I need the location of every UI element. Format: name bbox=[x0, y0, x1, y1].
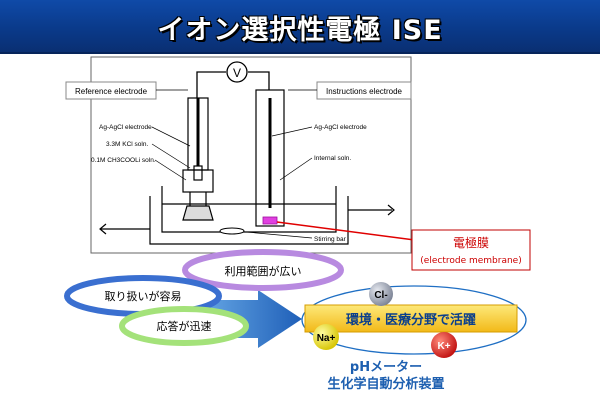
ind-label-agagcl: Ag-AgCl electrode bbox=[314, 124, 367, 131]
membrane-label-jp: 電極膜 bbox=[453, 235, 489, 250]
advantage-text-2: 取り扱いが容易 bbox=[105, 289, 182, 303]
advantage-text-3: 応答が迅速 bbox=[157, 319, 212, 333]
advantage-bubble-3 bbox=[119, 306, 249, 346]
ref-label-kcl: 3.3M KCl soln. bbox=[106, 141, 148, 148]
application-banner-text: 環境・医療分野で活躍 bbox=[346, 312, 476, 328]
reference-electrode bbox=[182, 97, 214, 221]
advantage-text-1: 利用範囲が広い bbox=[225, 264, 302, 278]
instruction-electrode-label: Instructions electrode bbox=[326, 87, 403, 96]
cl-ion-label: Cl- bbox=[374, 290, 387, 301]
stirring-bar bbox=[219, 227, 245, 235]
ind-label-internal: Internal soln. bbox=[314, 155, 351, 162]
k-ion-icon bbox=[431, 332, 457, 358]
voltmeter-symbol: V bbox=[233, 66, 241, 80]
membrane-pointer bbox=[276, 221, 431, 243]
advantage-bubble-1 bbox=[182, 249, 344, 291]
membrane-highlight bbox=[262, 216, 278, 225]
instruction-electrode bbox=[255, 89, 285, 227]
membrane-label-en: (electrode membrane) bbox=[420, 256, 521, 266]
stirring-bar-label: Stirring bar bbox=[314, 236, 347, 243]
ph-meter-label: pHメーター bbox=[350, 360, 422, 375]
cl-ion-icon bbox=[369, 282, 393, 306]
k-ion-label: K+ bbox=[437, 341, 450, 352]
voltmeter-circuit bbox=[196, 71, 270, 98]
reference-label-box bbox=[65, 81, 157, 100]
ion-orbit bbox=[301, 285, 527, 355]
page-title: イオン選択性電極 ISE bbox=[157, 15, 443, 46]
voltmeter-icon bbox=[226, 61, 248, 83]
na-ion-label: Na+ bbox=[317, 333, 336, 344]
analyzer-label: 生化学自動分析装置 bbox=[327, 376, 444, 392]
application-banner bbox=[304, 304, 518, 333]
instruction-label-box bbox=[316, 81, 412, 100]
na-ion-icon bbox=[313, 324, 339, 350]
ref-label-ch3cooli: 0.1M CH3COOLi soln. bbox=[91, 157, 156, 164]
membrane-callout bbox=[411, 229, 531, 271]
reference-electrode-label: Reference electrode bbox=[75, 87, 148, 96]
title-band bbox=[0, 0, 600, 54]
ref-label-agagcl: Ag-AgCl electrode bbox=[99, 124, 152, 131]
